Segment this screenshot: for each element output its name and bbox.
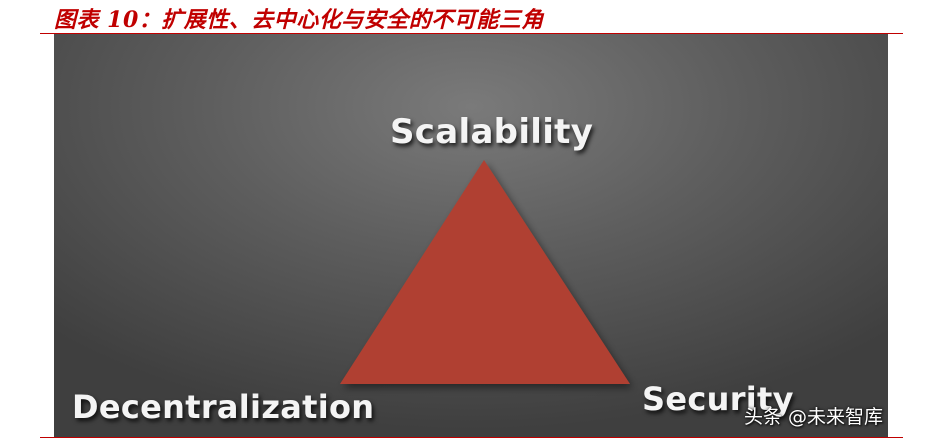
triangle-diagram-svg: [340, 160, 630, 384]
caption-divider-bottom: [40, 437, 903, 438]
caption-divider-top: [40, 33, 903, 34]
diagram-panel: Scalability Decentralization Security: [54, 34, 888, 438]
vertex-label-scalability: Scalability: [390, 112, 594, 152]
figure-caption: 图表 10：扩展性、去中心化与安全的不可能三角: [54, 7, 544, 33]
watermark: 头条 @未来智库: [744, 406, 884, 428]
vertex-label-security: Security: [642, 380, 794, 418]
vertex-label-decentralization: Decentralization: [72, 388, 375, 426]
impossible-triangle: [340, 160, 630, 384]
